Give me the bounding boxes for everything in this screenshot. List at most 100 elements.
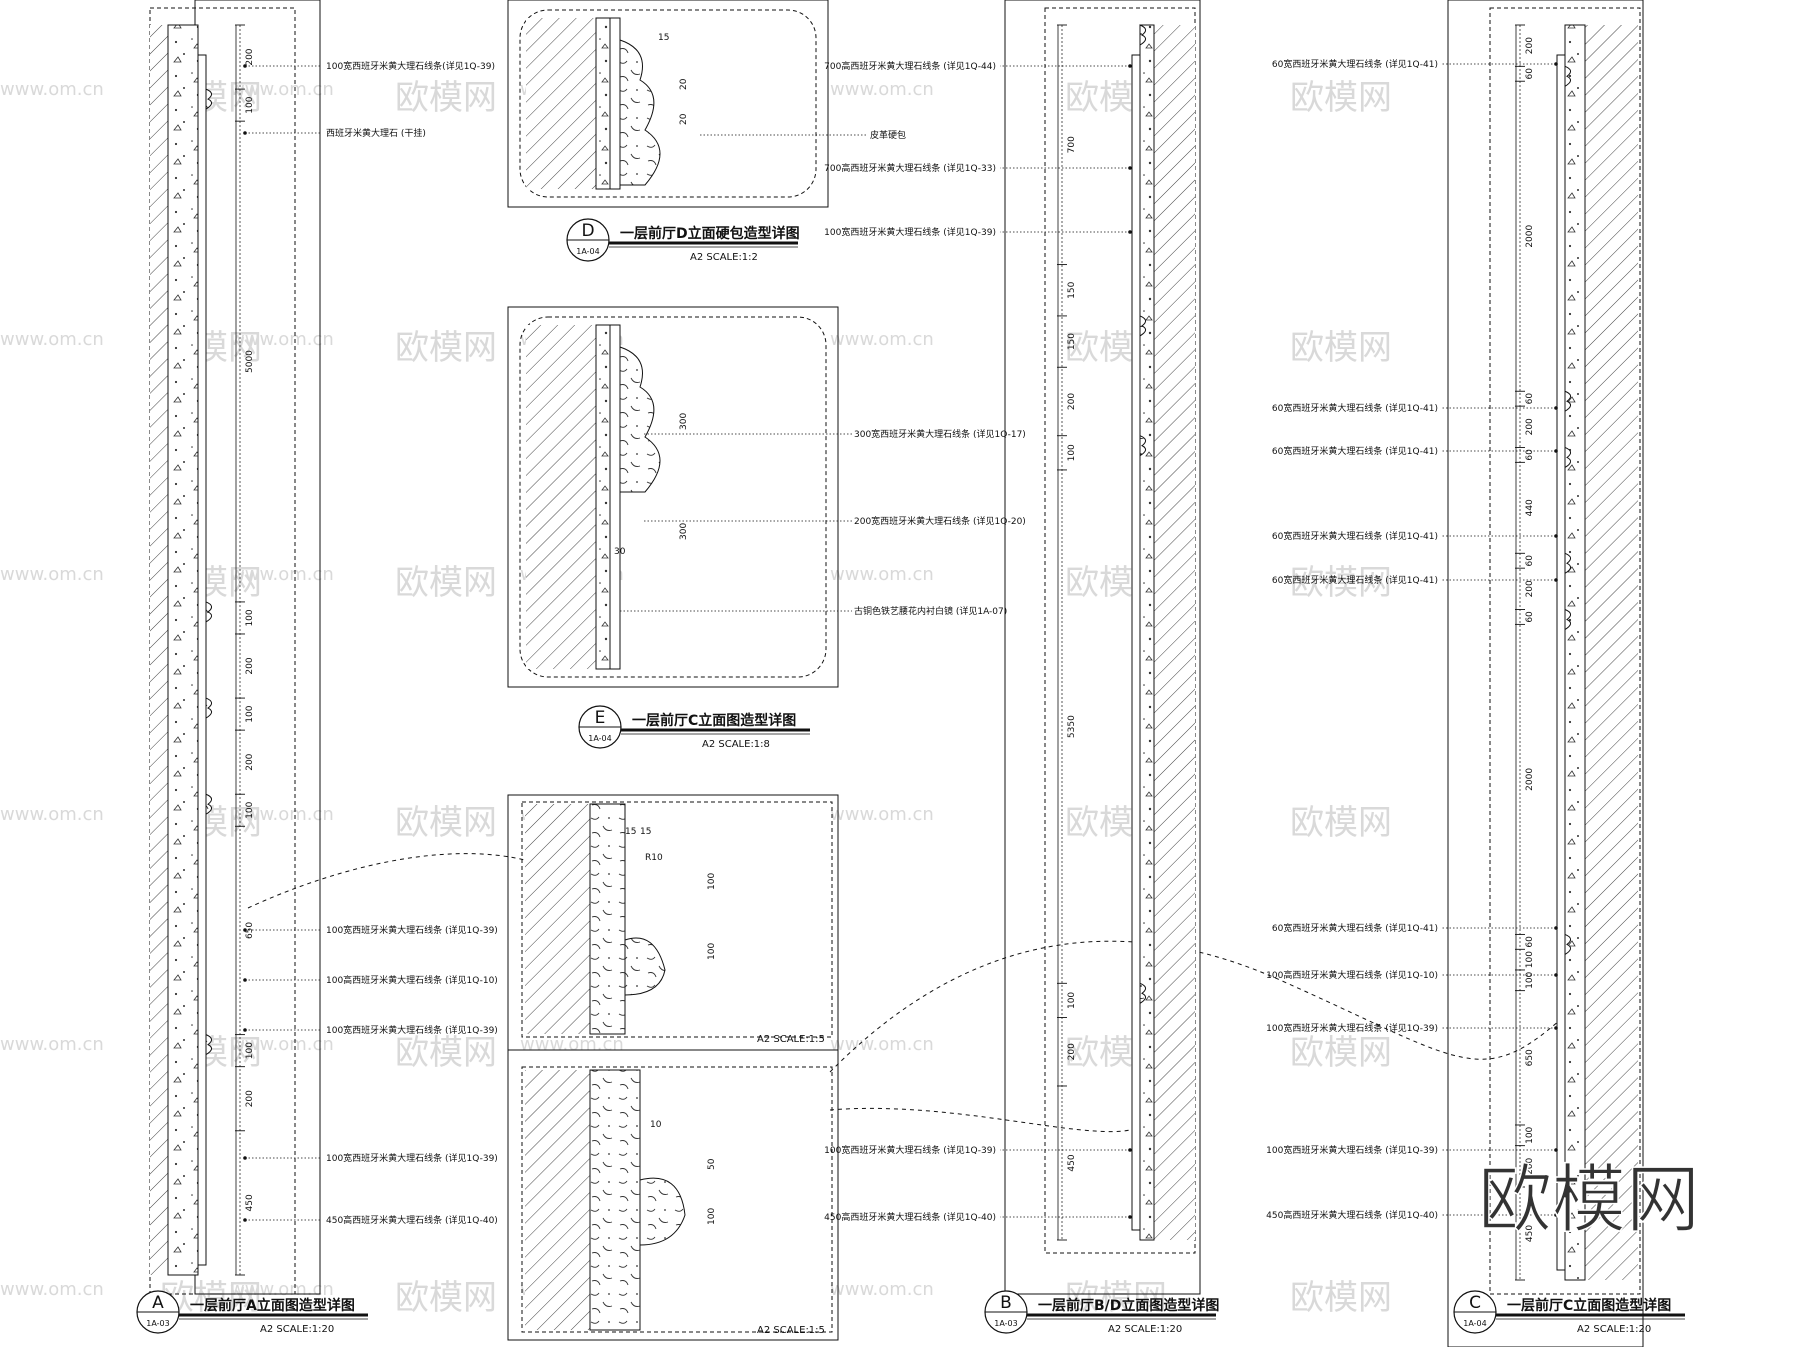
title-sheet-number: 1A-03 xyxy=(146,1319,169,1328)
content-layer: 2001005000100200100200100650100200450100… xyxy=(136,0,1701,1347)
callout-label: 60宽西班牙米黄大理石线条 (详见1Q-41) xyxy=(1272,402,1438,414)
title-text: 一层前厅B/D立面图造型详图 xyxy=(1038,1297,1219,1314)
callout-label: 100宽西班牙米黄大理石线条 (详见1Q-39) xyxy=(1266,1022,1438,1034)
detail-dashed-frame xyxy=(519,316,827,678)
title-text: 一层前厅A立面图造型详图 xyxy=(190,1297,355,1314)
stone-molding xyxy=(1564,65,1571,88)
callout-label: 100宽西班牙米黄大理石线条 (详见1Q-39) xyxy=(326,924,498,936)
dimension-value: 100 xyxy=(1067,444,1077,461)
detail-dashed-frame xyxy=(519,9,817,198)
leader-dot xyxy=(1128,64,1132,68)
detail-dimension: 300 xyxy=(679,523,689,540)
dimension-value: 200 xyxy=(1067,393,1077,410)
stone-molding xyxy=(1139,434,1146,457)
watermark-site-text: www.om.cn xyxy=(230,79,334,100)
watermark-brand-text: 欧模网 xyxy=(1290,563,1392,603)
stone-cladding xyxy=(1556,54,1566,1271)
stone-molding xyxy=(205,793,212,816)
dimension-value: 60 xyxy=(1525,611,1535,623)
dimension-value: 650 xyxy=(1525,1049,1535,1066)
watermark-brand-text: 欧模网 xyxy=(395,1033,497,1073)
callout-label: 100宽西班牙米黄大理石线条(详见1Q-39) xyxy=(326,60,495,72)
detail-dimension: 20 xyxy=(679,113,689,125)
leader-dot xyxy=(243,1028,247,1032)
detail-layer xyxy=(609,17,621,190)
detail-profile xyxy=(619,346,661,493)
stone-molding xyxy=(205,1033,212,1056)
leader-dot xyxy=(243,131,247,135)
watermark-brand-text: 欧模网 xyxy=(395,78,497,118)
dimension-value: 200 xyxy=(1067,1043,1077,1060)
dimension-value: 100 xyxy=(245,705,255,722)
dimension-value: 200 xyxy=(245,657,255,674)
callout-label: 皮革硬包 xyxy=(870,129,906,141)
title-letter: E xyxy=(595,708,606,728)
callout-label: 300宽西班牙米黄大理石线条 (详见1Q-17) xyxy=(854,428,1026,440)
detail-dimension: 10 xyxy=(650,1120,662,1130)
title-sheet-number: 1A-04 xyxy=(588,734,611,743)
dimension-value: 450 xyxy=(1067,1154,1077,1171)
title-text: 一层前厅D立面硬包造型详图 xyxy=(620,225,800,242)
watermark-brand-text: 欧模网 xyxy=(395,563,497,603)
detail-dimension: 15 xyxy=(625,827,636,837)
detail-dashed-frame xyxy=(521,1066,833,1333)
leader-dot xyxy=(1128,1148,1132,1152)
stone-molding xyxy=(1564,446,1571,469)
title-text: 一层前厅C立面图造型详图 xyxy=(1507,1297,1671,1314)
dimension-value: 100 xyxy=(1525,1126,1535,1143)
watermark-site-text: www.om.cn xyxy=(830,804,934,825)
detail-dimension: 15 xyxy=(640,827,651,837)
watermark-site-text: www.om.cn xyxy=(230,1279,334,1300)
callout-label: 60宽西班牙米黄大理石线条 (详见1Q-41) xyxy=(1272,58,1438,70)
watermark-brand-text: 欧模网 xyxy=(1290,1278,1392,1318)
detail-dimension: 20 xyxy=(679,78,689,90)
stone-molding xyxy=(1564,552,1571,575)
detail-stone xyxy=(589,803,626,1035)
elevation-A: 2001005000100200100200100650100200450100… xyxy=(149,0,498,1295)
title-scale: A2 SCALE:1:20 xyxy=(260,1324,334,1335)
wall-concrete xyxy=(1564,24,1586,1281)
detail-dimension: 50 xyxy=(707,1158,717,1170)
title-letter: A xyxy=(152,1293,164,1313)
detail-profile xyxy=(624,937,666,996)
dimension-value: 700 xyxy=(1067,136,1077,153)
detail-profile xyxy=(619,39,661,186)
watermark-site-text: www.om.cn xyxy=(230,329,334,350)
title-scale: A2 SCALE:1:8 xyxy=(702,739,770,750)
dimension-value: 200 xyxy=(1525,37,1535,54)
leader-dot xyxy=(1554,534,1558,538)
watermark-site-text: www.om.cn xyxy=(0,329,104,350)
detail-frame xyxy=(507,1049,839,1341)
title-sheet-number: 1A-03 xyxy=(994,1319,1017,1328)
callout-label: 100宽西班牙米黄大理石线条 (详见1Q-39) xyxy=(326,1024,498,1036)
callout-label: 60宽西班牙米黄大理石线条 (详见1Q-41) xyxy=(1272,922,1438,934)
watermark-brand-text: 欧模网 xyxy=(1065,1278,1167,1318)
leader-dot xyxy=(1554,1213,1558,1217)
callout-label: 西班牙米黄大理石 (干挂) xyxy=(326,127,426,139)
watermark-brand-text: 欧模网 xyxy=(395,328,497,368)
stone-molding xyxy=(205,88,212,110)
leader-dot xyxy=(1554,62,1558,66)
detail-dimension: 100 xyxy=(707,943,717,960)
stone-molding xyxy=(1564,390,1571,413)
detail-profile xyxy=(639,1177,686,1246)
stone-cladding xyxy=(197,54,207,1266)
detail-layer xyxy=(609,324,621,670)
title-letter: B xyxy=(1000,1293,1012,1313)
connector-curve xyxy=(829,1107,1131,1133)
leader-dot xyxy=(1128,1215,1132,1219)
dimension-value: 60 xyxy=(1525,555,1535,567)
elevation-B: 7001501502001005350100200450700高西班牙米黄大理石… xyxy=(824,0,1201,1295)
dimension-value: 200 xyxy=(245,1090,255,1107)
detail-wall-hatch xyxy=(525,1070,590,1330)
callout-label: 100宽西班牙米黄大理石线条 (详见1Q-39) xyxy=(1266,1144,1438,1156)
watermark-site-text: www.om.cn xyxy=(0,1034,104,1055)
dimension-value: 100 xyxy=(1067,992,1077,1009)
watermark-brand-text: 欧模网 xyxy=(1290,1033,1392,1073)
dimension-value: 450 xyxy=(1525,1225,1535,1242)
